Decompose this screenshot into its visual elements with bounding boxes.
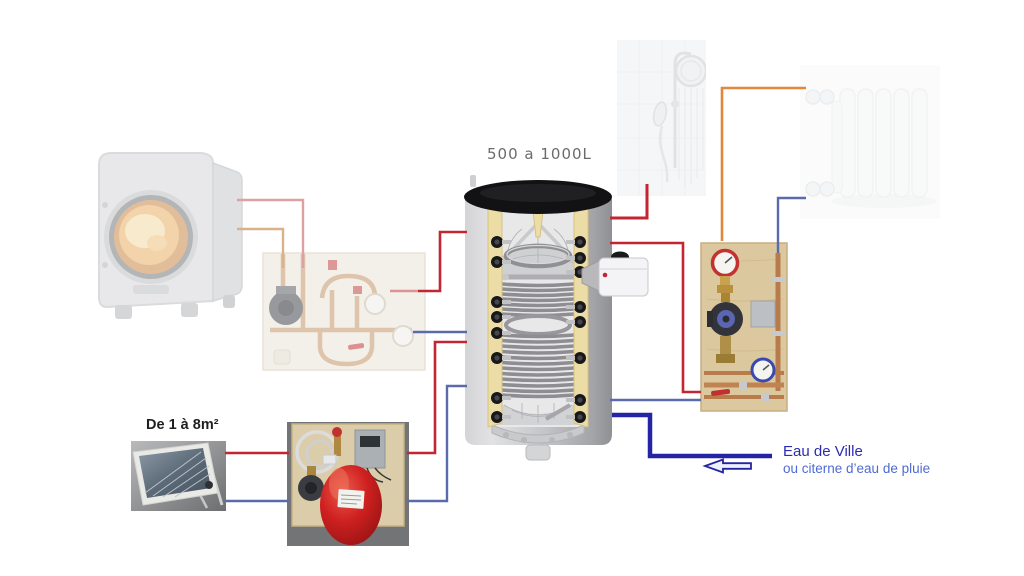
mains-water-alt-label: ou citerne d’eau de pluie (783, 461, 931, 476)
tank-capacity-label: 500 a 1000L (487, 145, 592, 163)
flow-arrow-icon (702, 458, 752, 474)
buffer-tank-illustration (462, 173, 662, 467)
solar-collector-image (131, 441, 226, 511)
pipe-radiator-flow (720, 86, 806, 241)
pump-group-image (699, 239, 791, 415)
tank-ports-left (491, 236, 511, 423)
solar-station-image (287, 422, 409, 546)
wood-stove-image (85, 145, 261, 323)
shower-image (617, 40, 706, 196)
pipe-solar-return-right (407, 384, 467, 503)
solar-area-label: De 1 à 8m² (146, 417, 219, 433)
mains-water-label: Eau de Ville (783, 443, 863, 460)
loading-station-image (262, 252, 426, 371)
radiator-image (800, 65, 940, 219)
